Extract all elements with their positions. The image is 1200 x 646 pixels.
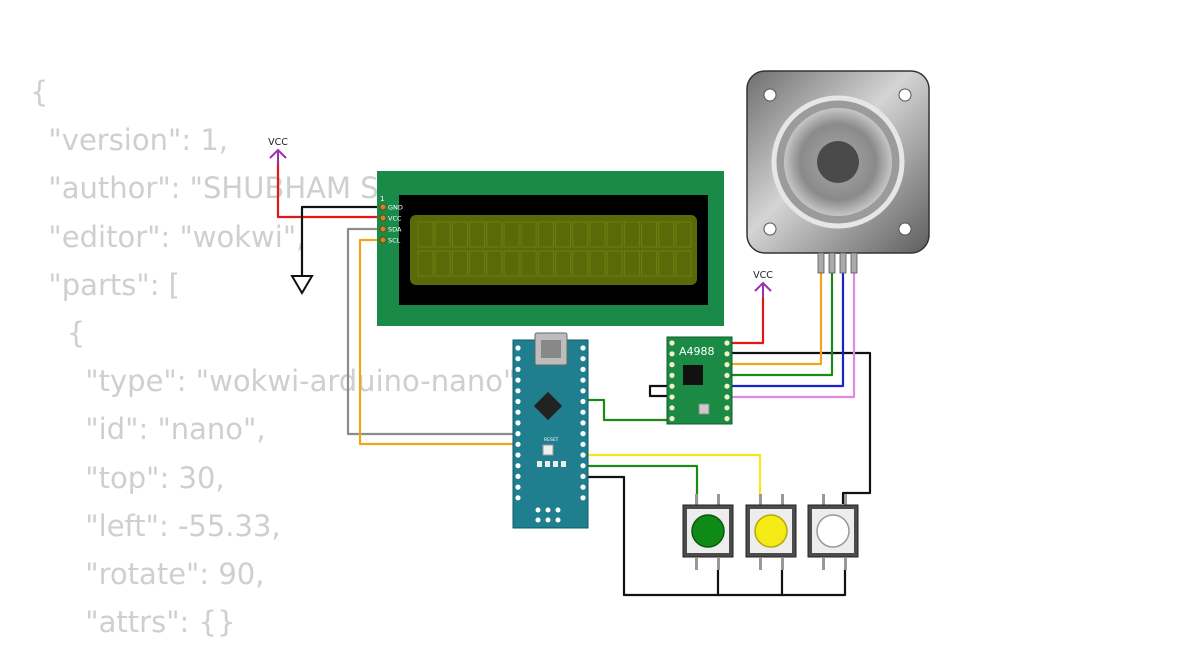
wire-driver-loop-black bbox=[648, 384, 672, 398]
wires bbox=[276, 160, 872, 597]
code-line: "editor": "wokwi", bbox=[30, 219, 306, 254]
wire-coil-blue bbox=[730, 272, 845, 388]
wire-coil-orange bbox=[730, 272, 823, 366]
stepper-motor[interactable] bbox=[746, 70, 930, 274]
wire-button-yellow bbox=[586, 453, 762, 504]
driver-potentiometer bbox=[698, 403, 710, 415]
code-line: "author": "SHUBHAM S bbox=[30, 171, 379, 206]
code-line: "parts": [ bbox=[30, 267, 180, 302]
lcd-pin-sda: SDA bbox=[388, 226, 402, 234]
code-line: "version": 1, bbox=[30, 123, 228, 158]
a4988-label: A4988 bbox=[679, 345, 715, 358]
a4988-driver[interactable]: A4988 bbox=[666, 336, 733, 425]
pushbutton-yellow[interactable] bbox=[745, 494, 797, 570]
wire-lcd-vcc bbox=[276, 160, 383, 219]
vcc-symbol-lcd: VCC bbox=[268, 137, 288, 165]
vcc-symbol-driver: VCC bbox=[753, 270, 773, 298]
nano-icsp-header bbox=[535, 507, 561, 523]
code-line: "top": 30, bbox=[30, 460, 225, 495]
wire-button-green bbox=[586, 464, 699, 504]
lcd-display[interactable]: 1 GND VCC SDA SCL bbox=[377, 171, 724, 326]
nano-leds bbox=[537, 461, 566, 467]
wire-lcd-gnd bbox=[300, 205, 383, 276]
wire-driver-to-button-black bbox=[730, 351, 872, 504]
lcd-pin-gnd: GND bbox=[388, 204, 403, 212]
vcc-label-driver: VCC bbox=[753, 270, 773, 281]
button-cap-green bbox=[691, 514, 725, 548]
code-line: "id": "nano", bbox=[30, 412, 266, 447]
button-cap-yellow bbox=[754, 514, 788, 548]
code-line: "left": -55.33, bbox=[30, 508, 281, 543]
lcd-pin-scl: SCL bbox=[388, 237, 401, 245]
lcd-pin-vcc: VCC bbox=[388, 215, 402, 223]
wire-coil-pink bbox=[730, 272, 856, 399]
wire-lcd-sda bbox=[346, 227, 514, 436]
pushbutton-white[interactable] bbox=[807, 494, 859, 570]
stepper-motor-pins bbox=[817, 252, 858, 274]
lcd-screen bbox=[410, 215, 697, 285]
wire-buttons-ground bbox=[586, 475, 847, 597]
wire-lcd-scl bbox=[358, 238, 514, 446]
code-line: "rotate": 90, bbox=[30, 556, 265, 591]
vcc-label-lcd: VCC bbox=[268, 137, 288, 148]
lcd-pin-index: 1 bbox=[380, 195, 384, 203]
wire-coil-green bbox=[730, 272, 834, 377]
reset-button[interactable] bbox=[542, 444, 554, 456]
wire-nano-to-driver-green bbox=[586, 398, 674, 422]
pushbutton-green[interactable] bbox=[682, 494, 734, 570]
button-cap-white bbox=[816, 514, 850, 548]
lcd-character-cells bbox=[417, 221, 692, 277]
circuit-diagram: VCC VCC 1 GND VCC SDA SCL bbox=[268, 70, 930, 597]
wire-driver-vcc-red bbox=[730, 298, 765, 345]
nano-reset-label: RESET bbox=[544, 437, 559, 443]
ground-symbol bbox=[290, 275, 314, 295]
nano-microcontroller-chip bbox=[533, 391, 563, 421]
nano-header-pins bbox=[515, 345, 586, 501]
code-line: { bbox=[30, 75, 49, 109]
arduino-nano[interactable]: RESET bbox=[512, 332, 589, 529]
lcd-pins: GND VCC SDA SCL bbox=[379, 203, 403, 245]
driver-pins bbox=[669, 340, 730, 422]
code-line: { bbox=[30, 315, 86, 350]
